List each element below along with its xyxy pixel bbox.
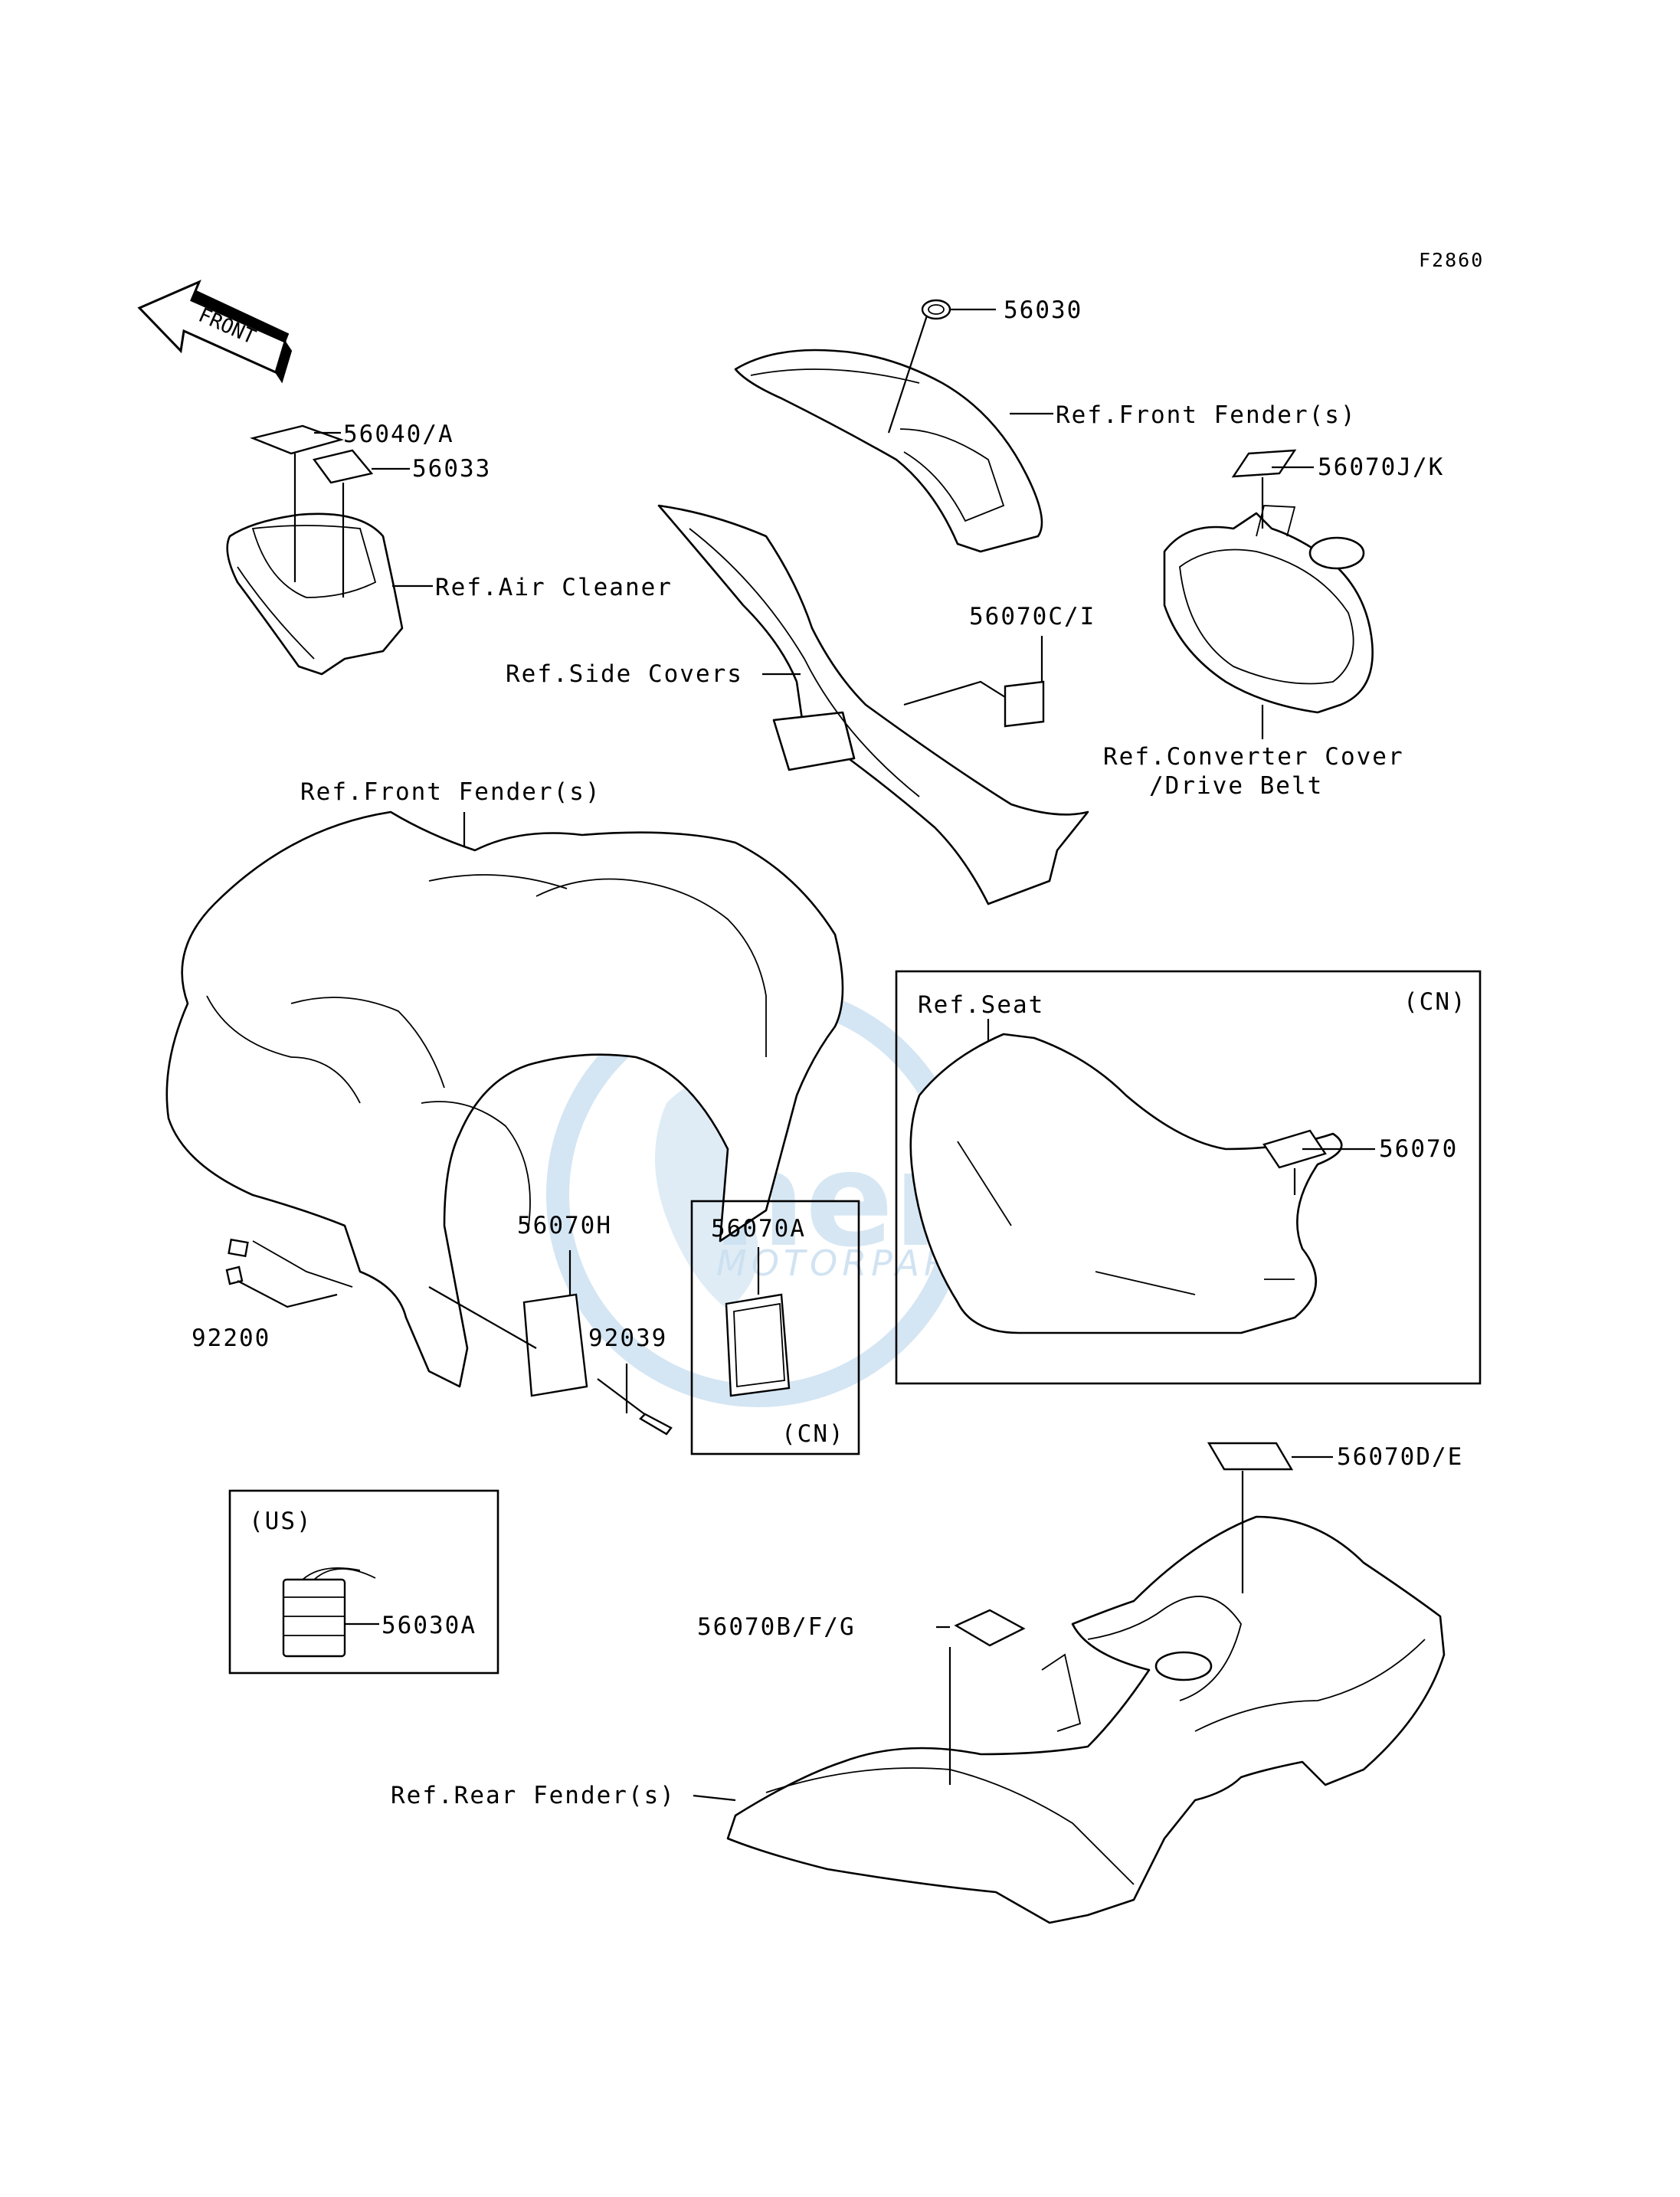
label-56070: 56070	[1379, 1135, 1458, 1163]
tag-56030a-icon	[282, 1567, 376, 1658]
diagram-code: F2860	[1419, 249, 1484, 271]
label-cn-seat: (CN)	[1403, 988, 1467, 1016]
label-56070jk: 56070J/K	[1318, 453, 1444, 481]
front-fender-top-part	[734, 299, 1043, 553]
label-56030: 56030	[1004, 296, 1082, 324]
cn-box	[690, 1200, 860, 1455]
label-56070de: 56070D/E	[1337, 1443, 1463, 1471]
converter-cover-part	[1163, 449, 1374, 714]
label-56070ci: 56070C/I	[969, 603, 1095, 630]
front-fender-main-part	[165, 810, 844, 1388]
tie-92039-icon	[639, 1413, 673, 1436]
us-box	[228, 1489, 499, 1675]
label-ref-front-fender-main: Ref.Front Fender(s)	[300, 778, 601, 806]
front-arrow-icon: FRONT	[137, 280, 293, 384]
label-ref-air-cleaner: Ref.Air Cleaner	[435, 574, 673, 601]
label-drive-belt: /Drive Belt	[1149, 772, 1323, 800]
label-56030a: 56030A	[382, 1612, 476, 1639]
clip-92200-icon	[225, 1265, 244, 1285]
label-ref-seat: Ref.Seat	[918, 991, 1044, 1019]
label-cn-box: (CN)	[781, 1420, 845, 1448]
air-cleaner-part	[226, 424, 404, 676]
decal-56070a	[725, 1293, 791, 1397]
label-56070bfg: 56070B/F/G	[697, 1613, 856, 1641]
decal-56070h	[522, 1293, 588, 1397]
seat-part	[909, 1033, 1343, 1334]
label-56070h: 56070H	[517, 1212, 612, 1239]
label-56070a: 56070A	[711, 1215, 806, 1243]
label-ref-front-fender-top: Ref.Front Fender(s)	[1056, 401, 1357, 429]
label-56033: 56033	[412, 455, 491, 483]
label-56040a: 56040/A	[343, 421, 454, 448]
seat-box	[895, 970, 1482, 1385]
decal-56070ci	[1004, 680, 1045, 728]
side-covers-part	[657, 504, 1089, 905]
label-ref-converter-cover: Ref.Converter Cover	[1103, 743, 1404, 771]
label-ref-side-covers: Ref.Side Covers	[506, 660, 743, 688]
label-us-box: (US)	[249, 1508, 313, 1535]
label-ref-rear-fender: Ref.Rear Fender(s)	[391, 1782, 676, 1809]
rear-fender-part	[726, 1442, 1446, 1924]
label-92200: 92200	[192, 1324, 270, 1352]
decal-56070-seat	[1262, 1129, 1327, 1169]
label-92039: 92039	[588, 1324, 667, 1352]
